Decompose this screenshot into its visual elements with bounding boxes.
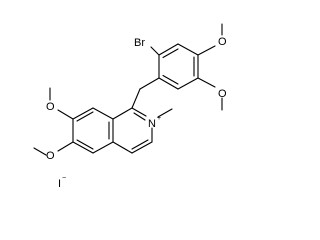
chemical-structure-diagram: Br O O O O N + I − [33,23,227,190]
methyl-bond-left-lower [33,147,47,156]
c-o-bond-left-upper [57,109,74,120]
n-methyl-bond [157,108,173,118]
nitrogen-label: N [148,118,156,130]
c-o-bond-left-lower [57,141,74,152]
benzo-ring [72,107,133,154]
methylene-bond-upper [139,77,160,90]
iodide-label: I [58,178,61,190]
nitrogen-charge-label: + [157,115,161,122]
c-o-bond-top-right [197,45,216,56]
oxygen-label-left-lower: O [46,150,55,162]
c-br-bond [150,46,160,56]
methylene-bond-lower [131,88,141,109]
dimethoxy-bromophenyl-ring [158,43,199,90]
structure-canvas: Br O O O O N + I − [33,23,227,190]
oxygen-label-top-right: O [218,36,227,48]
oxygen-label-left-upper: O [46,101,55,113]
oxygen-label-right: O [218,88,227,100]
c-o-bond-right [197,77,216,88]
iodide-charge-label: − [62,175,66,182]
bromine-label: Br [134,37,145,49]
pyridinium-ring [112,107,153,154]
